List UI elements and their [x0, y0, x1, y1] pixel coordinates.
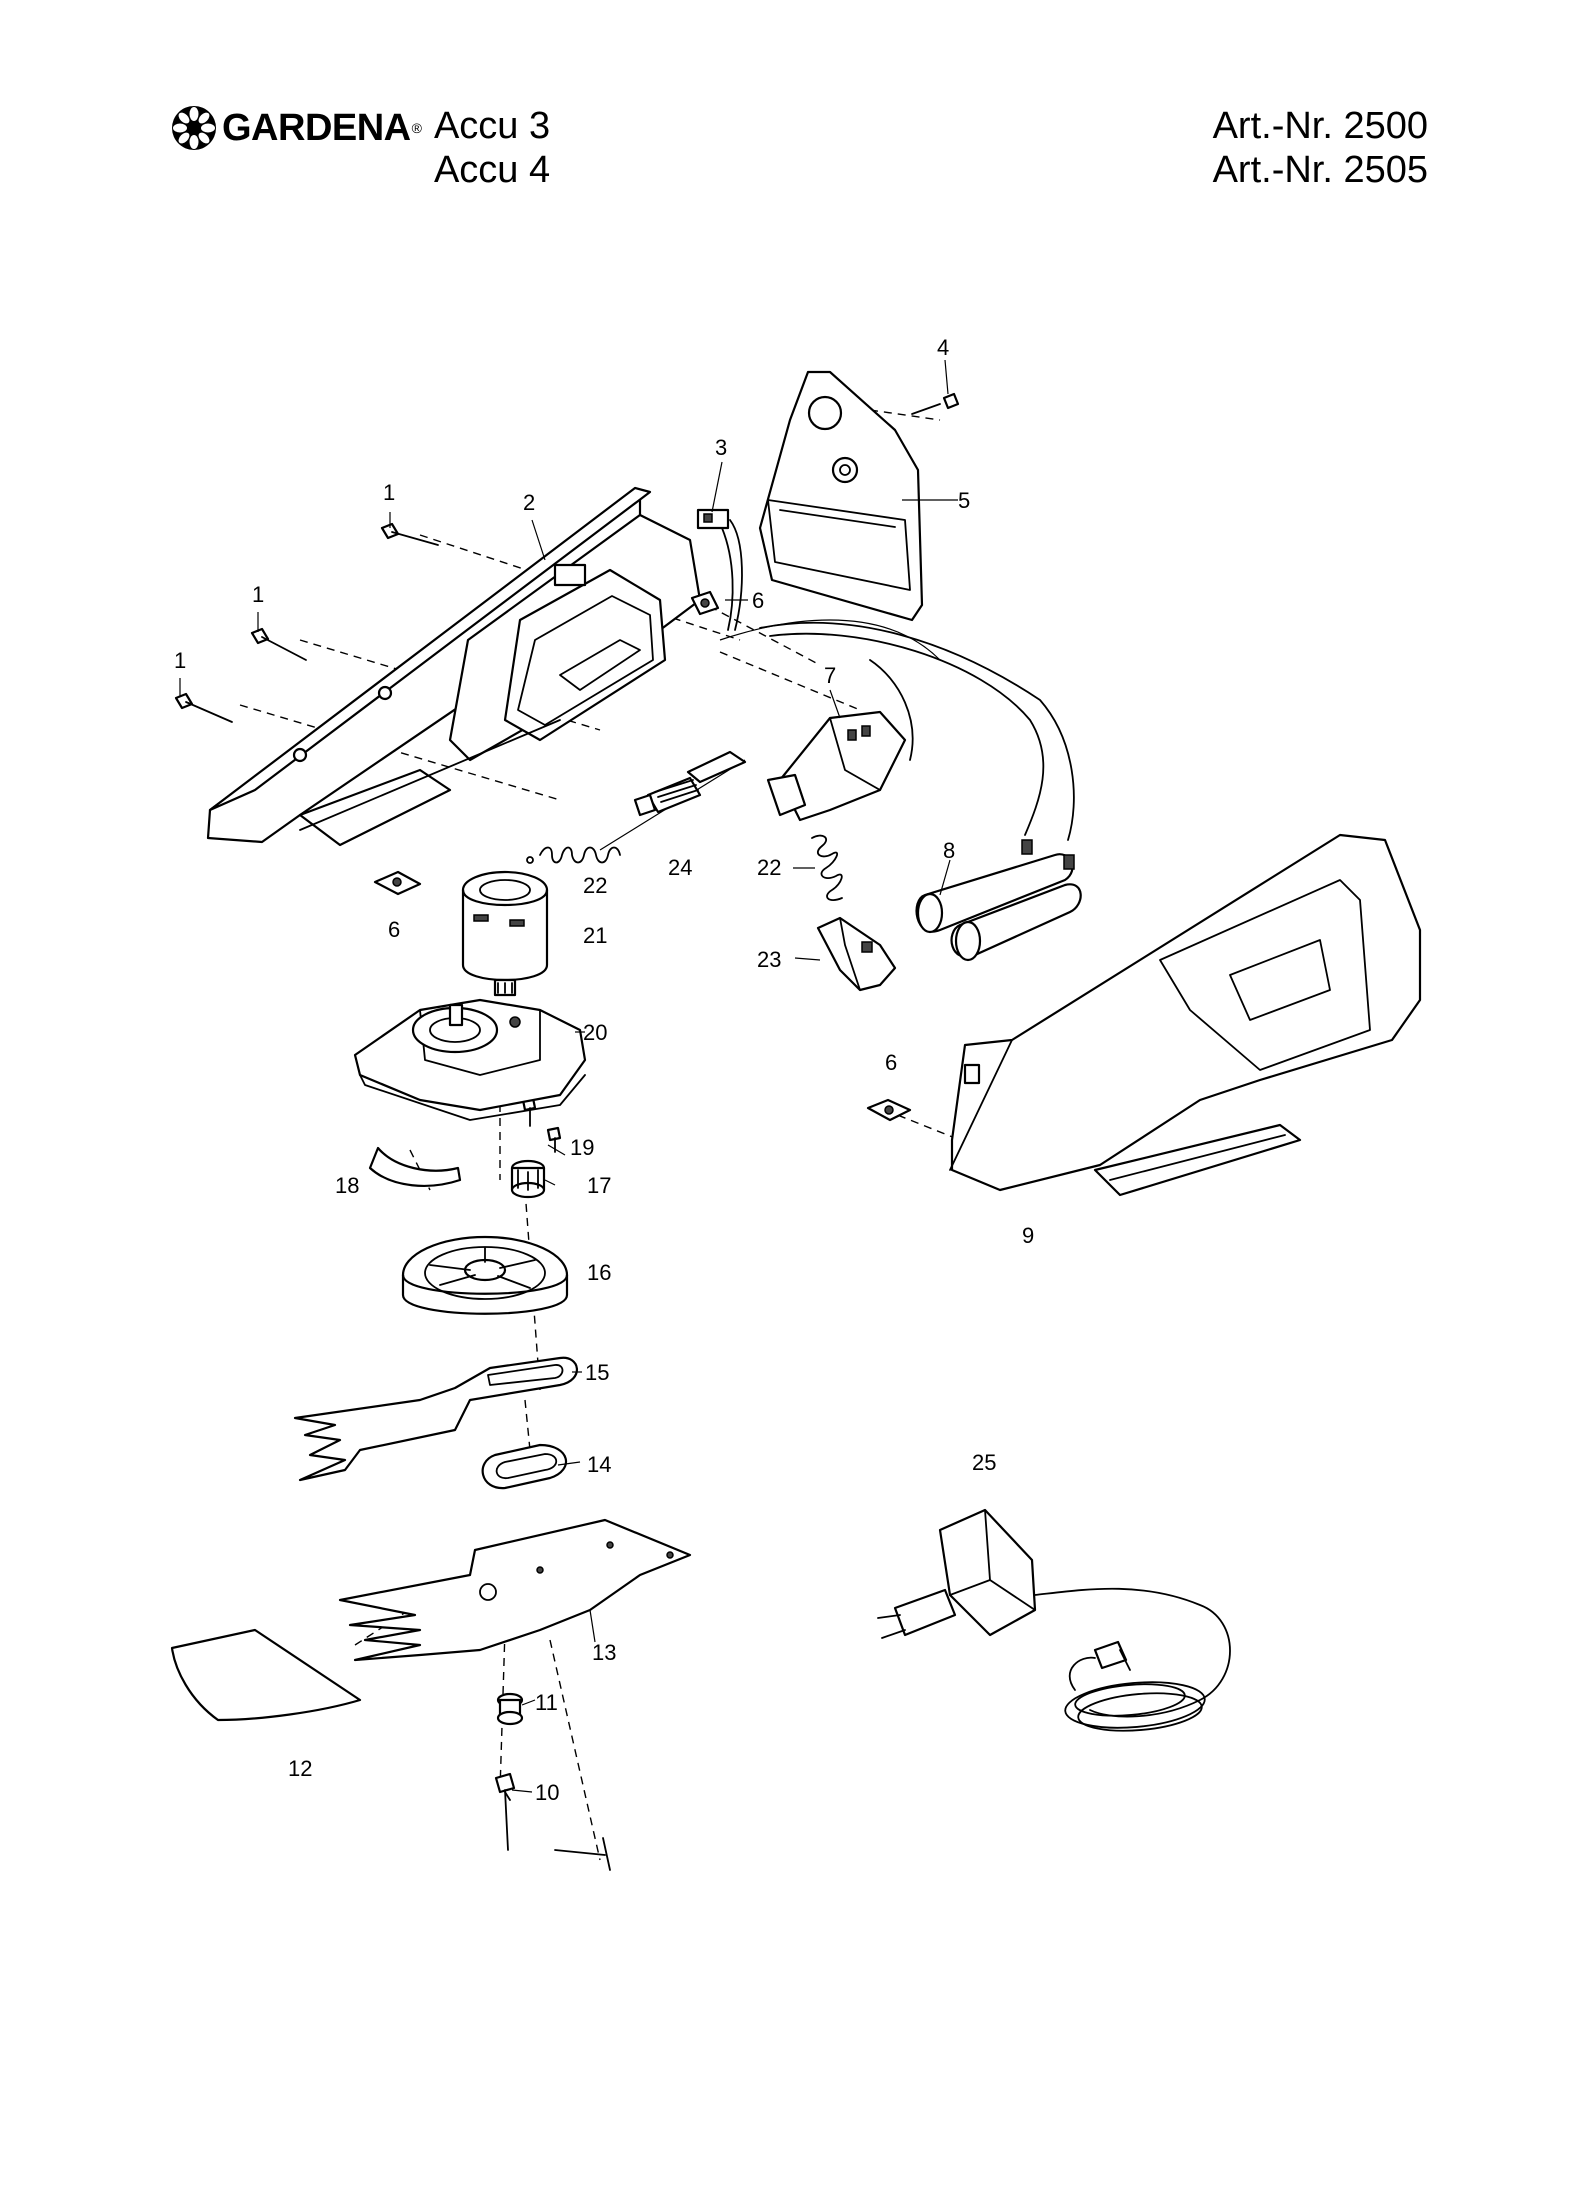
screw-4: [911, 392, 960, 415]
brand-name: GARDENA: [222, 107, 411, 149]
motor: [461, 870, 549, 997]
model-name: Accu 3: [433, 105, 551, 147]
nut-6a: [690, 590, 720, 616]
article-numbers: Art.-Nr. 2500 Art.-Nr. 2505: [1213, 104, 1428, 192]
part-label: 2: [523, 490, 535, 515]
part-label: 6: [752, 588, 764, 613]
part-label: 5: [958, 488, 970, 513]
nut-6c: [866, 1098, 912, 1122]
part-label: 14: [587, 1452, 611, 1477]
part-label: 17: [587, 1173, 611, 1198]
screw-1a: [380, 522, 439, 546]
part-label: 19: [570, 1135, 594, 1160]
part-label: 6: [388, 917, 400, 942]
guide-14: [481, 1443, 568, 1490]
brand-block: GARDENA® Accu 3 Accu 4: [170, 104, 550, 192]
nut-6b: [373, 870, 422, 896]
part-label: 6: [885, 1050, 897, 1075]
part-label: 7: [824, 663, 836, 688]
article-number: Art.-Nr. 2500: [1212, 105, 1428, 147]
registered-mark: ®: [411, 120, 422, 136]
part-label: 12: [288, 1756, 312, 1781]
part-label: 4: [937, 335, 949, 360]
connector: [696, 508, 743, 631]
part-labels: 1 1 1 2 3 4 5 6 6 6 7 8 9 10 11 12 13 14…: [174, 335, 1034, 1805]
model-names: Accu 3 Accu 4: [434, 104, 550, 192]
switch: [766, 710, 907, 822]
battery: [915, 839, 1082, 962]
spring-22b: [811, 834, 843, 902]
part-label: 21: [583, 923, 607, 948]
part-label: 22: [757, 855, 781, 880]
page-header: GARDENA® Accu 3 Accu 4 Art.-Nr. 2500 Art…: [0, 104, 1572, 204]
screw-1b: [250, 627, 307, 661]
spring-22a: [526, 846, 621, 864]
bolt-11: [496, 1692, 524, 1726]
part-label: 11: [535, 1690, 558, 1715]
blade-fixed: [338, 1518, 692, 1662]
part-label: 16: [587, 1260, 611, 1285]
blade-guard: [170, 1628, 362, 1722]
leader-lines: [179, 359, 958, 1793]
pinion: [510, 1159, 546, 1199]
part-label: 13: [592, 1640, 616, 1665]
part-label: 23: [757, 947, 781, 972]
gear-housing: [353, 998, 587, 1121]
part-label: 20: [583, 1020, 607, 1045]
gardena-logo: GARDENA®: [170, 104, 422, 152]
part-label: 1: [252, 582, 264, 607]
switch-button: [816, 916, 897, 992]
part-label: 25: [972, 1450, 996, 1475]
part-label: 8: [943, 838, 955, 863]
screw-1c: [174, 692, 233, 723]
gear-wheel: [401, 1235, 569, 1315]
gardena-flower-icon: [172, 106, 216, 150]
part-label: 9: [1022, 1223, 1034, 1248]
blade-moving: [293, 1356, 578, 1482]
model-name: Accu 4: [433, 149, 551, 191]
part-label: 15: [585, 1360, 609, 1385]
part-label: 1: [174, 648, 186, 673]
part-label: 3: [715, 435, 727, 460]
battery-cover: [758, 370, 924, 622]
clip-18: [368, 1146, 462, 1187]
charger: [877, 1508, 1231, 1732]
part-label: 10: [535, 1780, 559, 1805]
part-label: 22: [583, 873, 607, 898]
screw-10: [494, 1772, 611, 1871]
part-label: 24: [668, 855, 692, 880]
housing-bottom: [949, 833, 1422, 1197]
part-label: 1: [383, 480, 395, 505]
wiring: [599, 619, 1075, 851]
part-label: 18: [335, 1173, 359, 1198]
housing-top: [206, 486, 702, 847]
article-number: Art.-Nr. 2505: [1212, 149, 1428, 191]
slider-24: [633, 750, 747, 817]
